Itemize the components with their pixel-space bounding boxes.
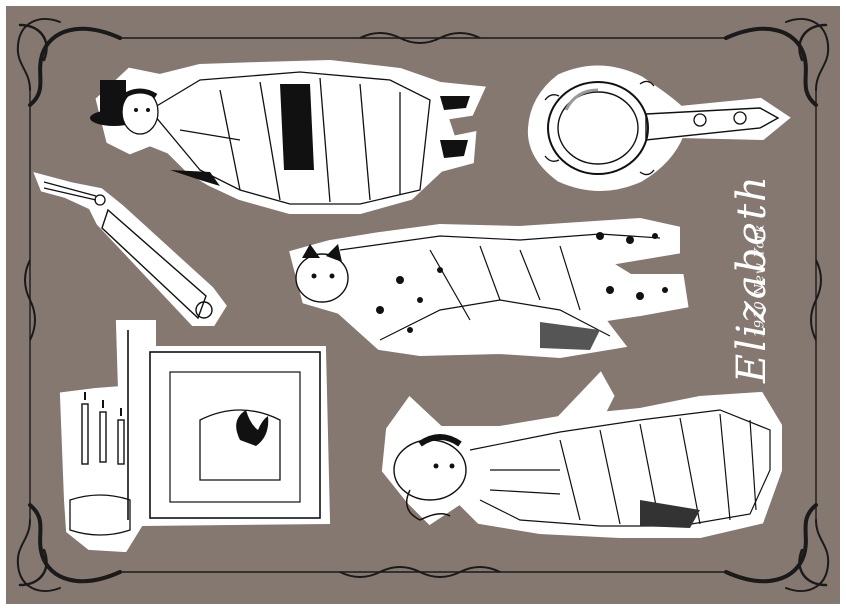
lady-fox-in-gown-sticker	[381, 371, 782, 538]
ornamental-border	[24, 32, 822, 578]
corner-flourish-bottom-left	[16, 503, 122, 592]
ornate-hand-mirror-sticker	[527, 65, 791, 191]
corner-flourish-bottom-right	[724, 503, 830, 592]
rolled-umbrella-sticker	[33, 172, 227, 326]
corner-flourish-top-right	[724, 18, 830, 107]
corner-flourish-top-left	[16, 18, 122, 107]
wolf-in-fur-cape-sticker	[289, 217, 689, 359]
fireplace-with-candles-sticker	[59, 320, 331, 553]
fox-in-trench-coat-sticker	[90, 59, 486, 214]
